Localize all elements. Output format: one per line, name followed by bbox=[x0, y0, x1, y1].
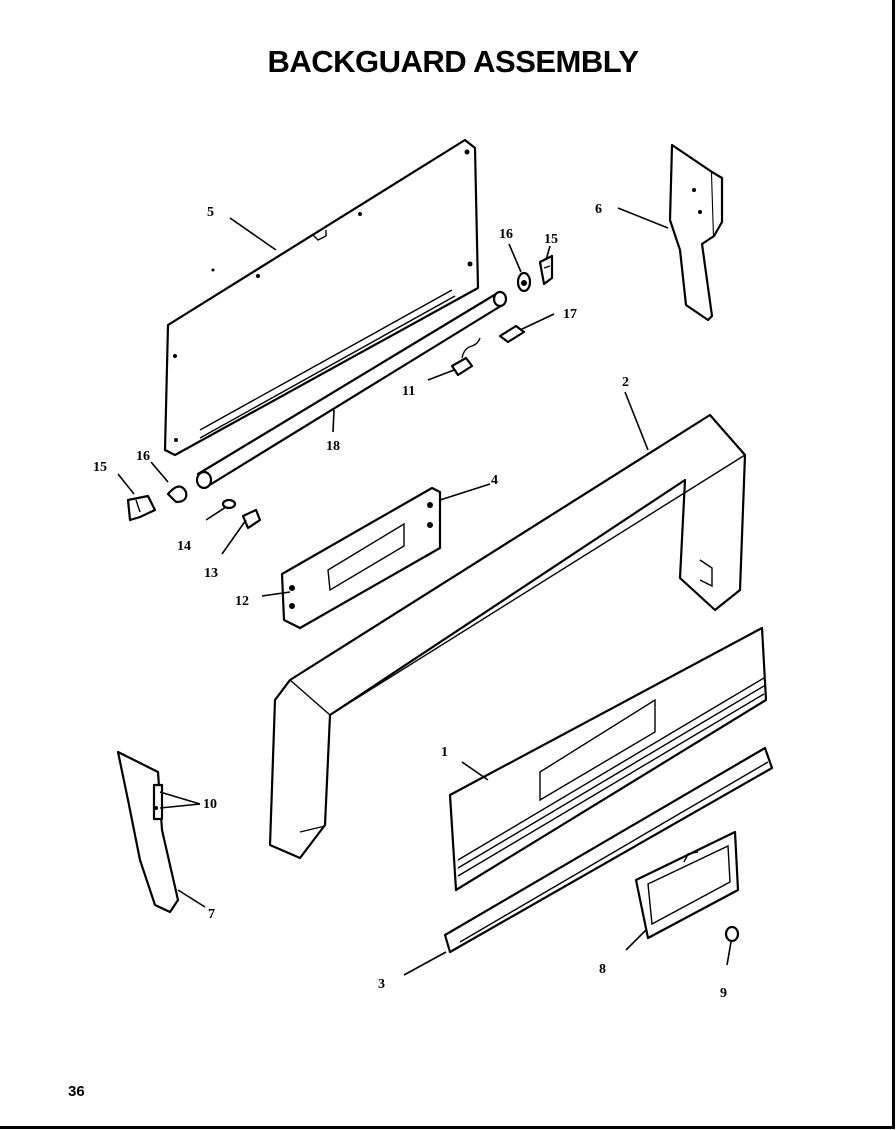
part-7-left-bracket bbox=[116, 750, 180, 914]
callout-6: 6 bbox=[595, 202, 602, 217]
part-1-control-panel bbox=[448, 626, 768, 892]
callout-17: 17 bbox=[563, 307, 577, 322]
callout-10: 10 bbox=[203, 797, 217, 812]
callout-12: 12 bbox=[235, 594, 249, 609]
callout-5: 5 bbox=[207, 205, 214, 220]
page-number: 36 bbox=[68, 1083, 85, 1100]
callout-15-left: 15 bbox=[93, 460, 107, 475]
callout-2: 2 bbox=[622, 375, 629, 390]
part-15-clip-upper bbox=[538, 254, 554, 286]
callout-4: 4 bbox=[491, 473, 498, 488]
part-8-lens bbox=[634, 830, 740, 940]
part-16-lampholder-upper bbox=[516, 271, 532, 293]
part-3-trim-strip bbox=[443, 746, 774, 954]
callout-14: 14 bbox=[177, 539, 191, 554]
leader-lines bbox=[117, 207, 732, 976]
part-5-rear-panel bbox=[163, 138, 480, 457]
part-13-connector bbox=[241, 508, 262, 530]
callout-13: 13 bbox=[204, 566, 218, 581]
callout-labels: 5 6 16 15 17 11 2 18 15 16 14 13 4 12 10… bbox=[93, 202, 727, 1001]
part-18-fluorescent-tube bbox=[195, 290, 508, 490]
callout-9: 9 bbox=[720, 986, 727, 1001]
callout-8: 8 bbox=[599, 962, 606, 977]
callout-7: 7 bbox=[208, 907, 215, 922]
part-14-lamp-socket bbox=[221, 498, 237, 510]
part-11-switch bbox=[450, 337, 481, 377]
page-title: BACKGUARD ASSEMBLY bbox=[267, 44, 639, 79]
callout-11: 11 bbox=[402, 384, 415, 399]
part-9-button bbox=[724, 925, 740, 943]
callout-15-upper: 15 bbox=[544, 232, 558, 247]
callout-16-left: 16 bbox=[136, 449, 150, 464]
part-2-backguard-housing bbox=[268, 413, 747, 860]
callout-3: 3 bbox=[378, 977, 385, 992]
callout-1: 1 bbox=[441, 745, 448, 760]
part-15-clip-left bbox=[126, 494, 157, 522]
callout-16-upper: 16 bbox=[499, 227, 513, 242]
part-4-control-bracket bbox=[280, 486, 442, 630]
part-6-right-bracket bbox=[668, 143, 724, 322]
part-17-starter bbox=[498, 324, 526, 344]
part-16-lampholder-left bbox=[166, 485, 188, 504]
callout-18: 18 bbox=[326, 439, 340, 454]
